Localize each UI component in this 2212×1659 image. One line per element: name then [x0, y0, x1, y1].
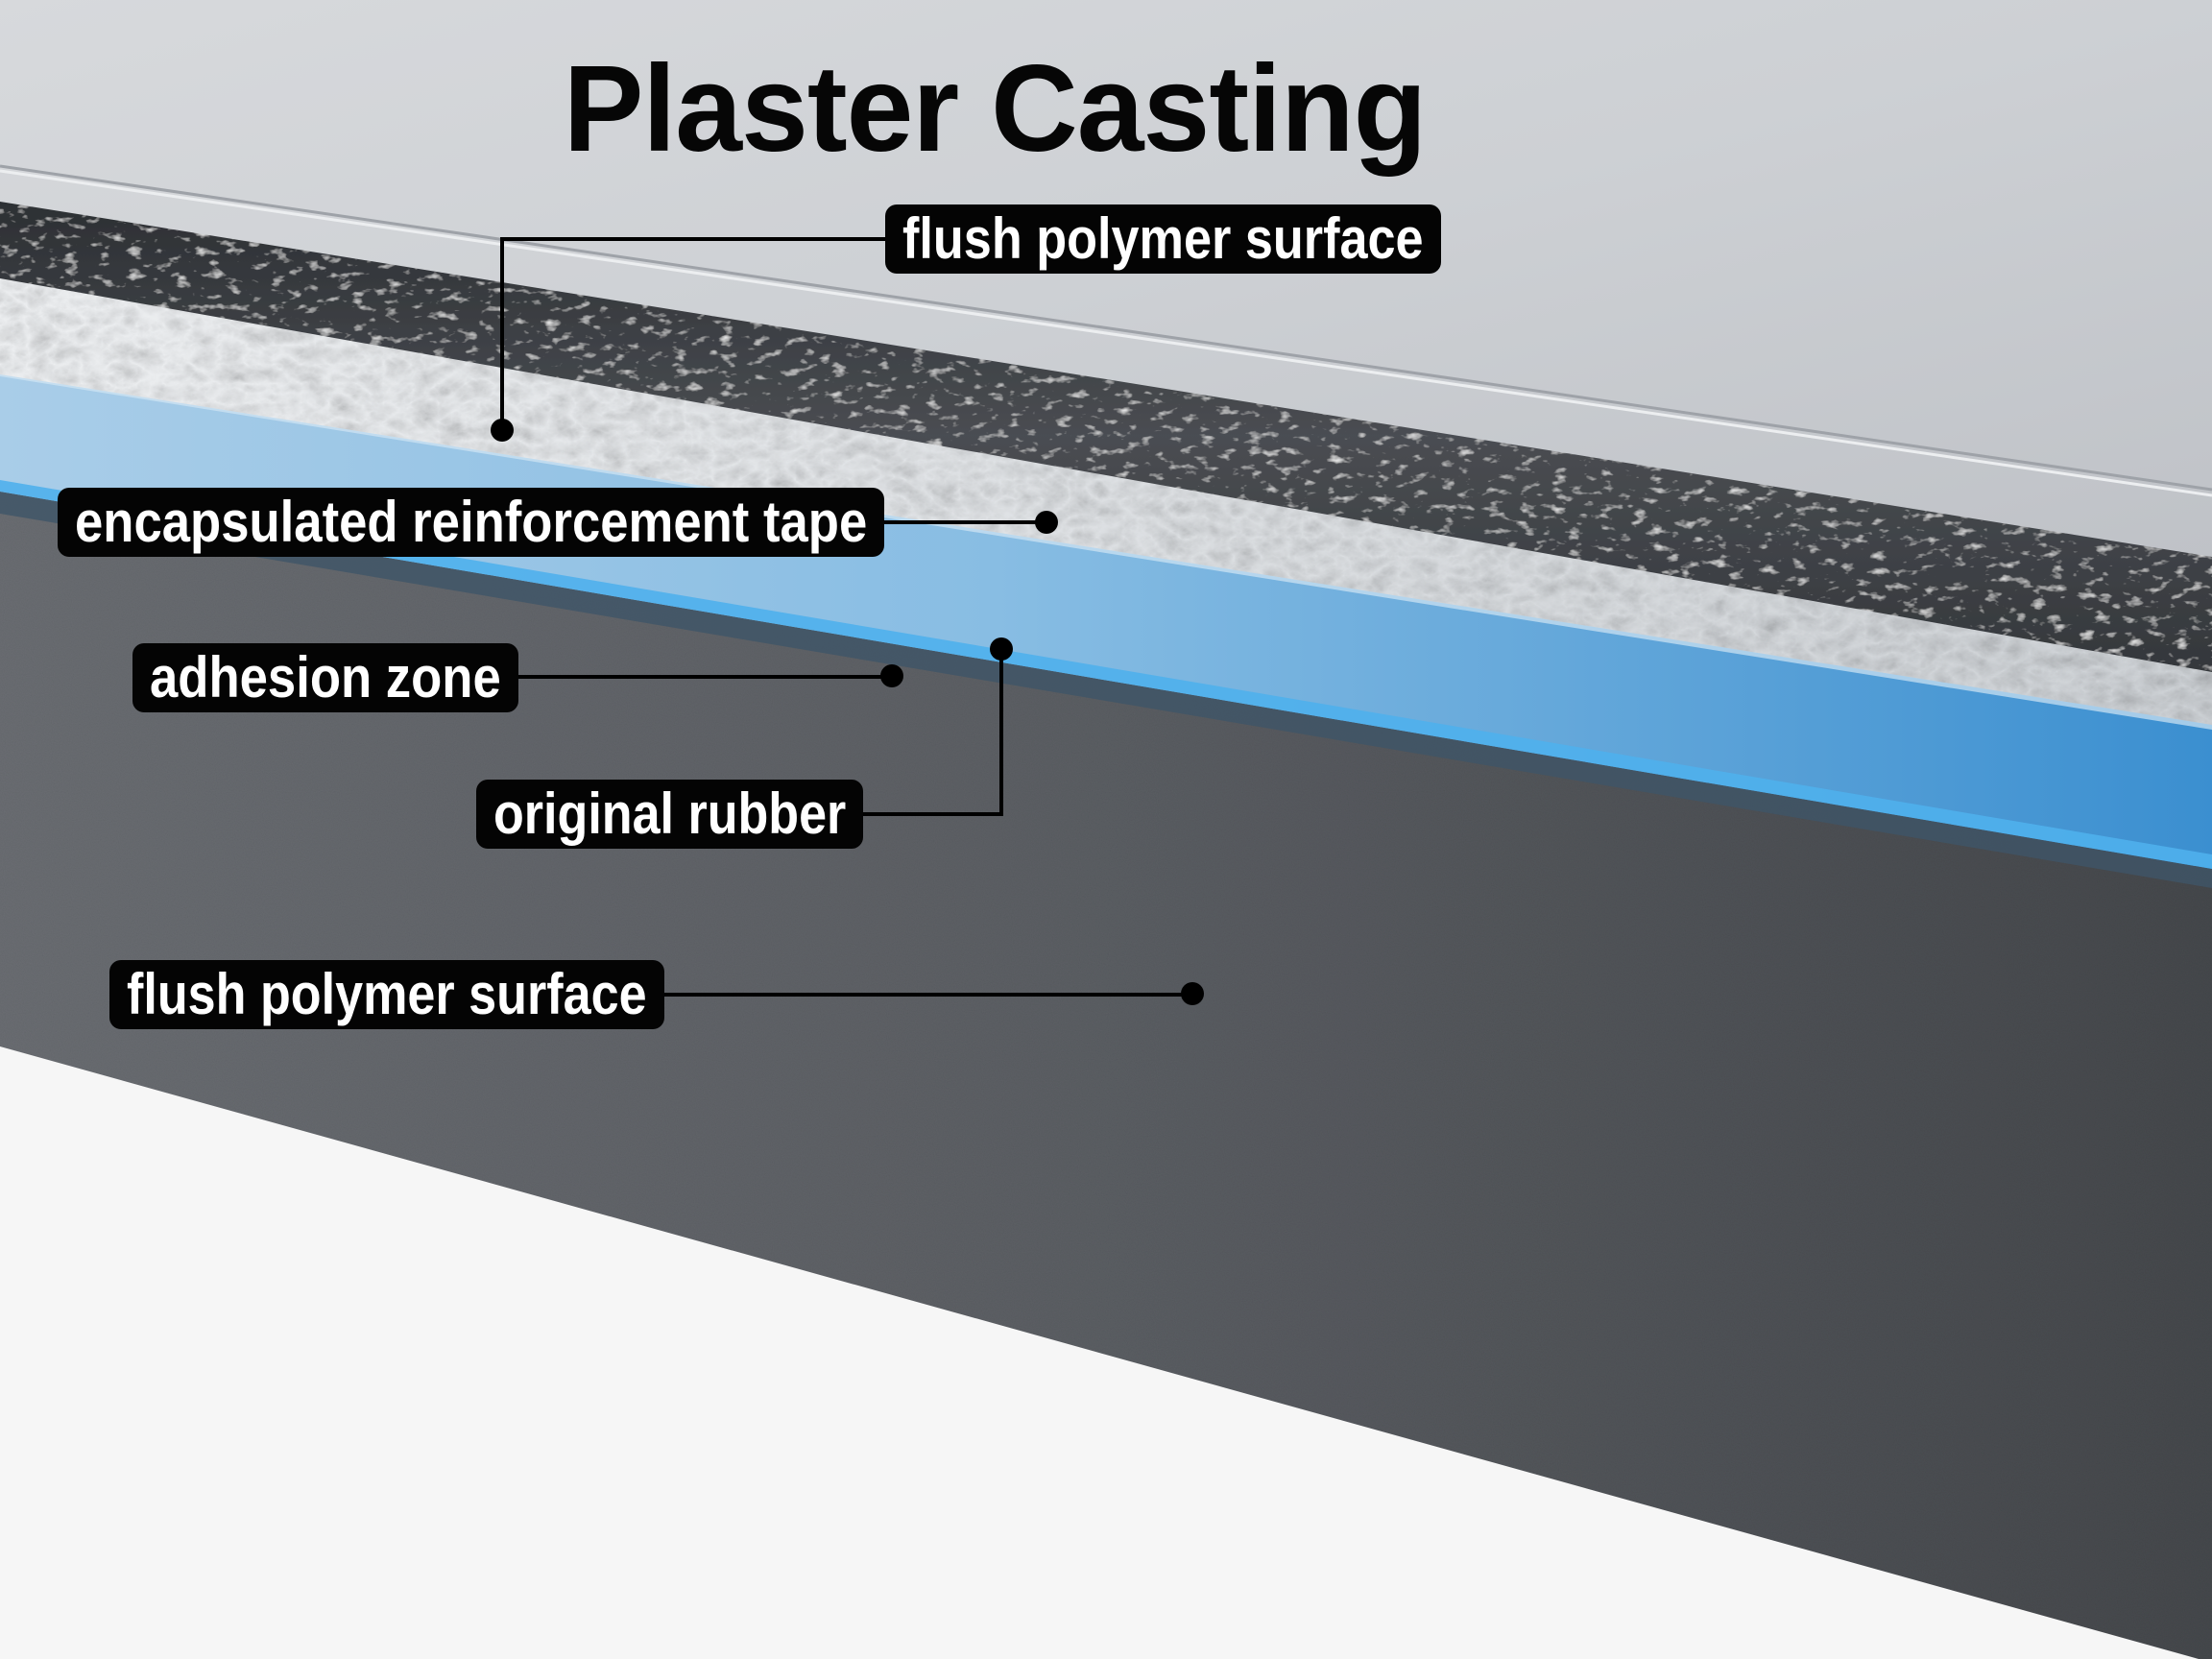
anchor-dot-5 [1181, 982, 1204, 1005]
anchor-dot-2 [1035, 511, 1058, 534]
adhesion-lower-glow [0, 480, 2212, 869]
callout-label: flush polymer surface [127, 962, 647, 1026]
plaster-cast-region [0, 0, 2212, 557]
plaster-edge-line [0, 164, 2212, 492]
callout-flush-polymer-surface-top: flush polymer surface [885, 204, 1441, 274]
callout-original-rubber: original rubber [476, 780, 863, 849]
reinforcement-tape-layer [0, 274, 2212, 725]
callout-label: original rubber [493, 781, 847, 846]
polymer-top-layer [0, 200, 2212, 672]
leader-line-4 [862, 649, 1003, 816]
anchor-dot-3 [880, 664, 903, 687]
callout-encapsulated-reinforcement-tape: encapsulated reinforcement tape [58, 488, 884, 557]
anchor-dot-4 [990, 637, 1013, 661]
callout-label: flush polymer surface [902, 206, 1424, 271]
callout-label: adhesion zone [150, 645, 501, 709]
callout-flush-polymer-surface-bottom: flush polymer surface [109, 960, 664, 1029]
leader-line-1 [500, 237, 885, 430]
callout-label: encapsulated reinforcement tape [75, 490, 868, 554]
diagram-title: Plaster Casting [563, 40, 1428, 178]
callout-adhesion-zone: adhesion zone [132, 643, 518, 712]
anchor-dot-1 [491, 419, 514, 442]
plaster-edge-highlight [0, 169, 2212, 497]
